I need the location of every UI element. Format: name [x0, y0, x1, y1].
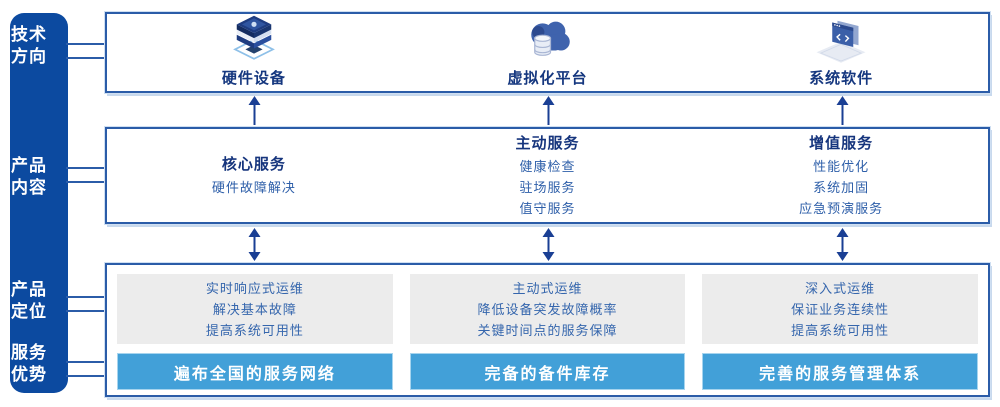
positioning-line: 关键时间点的服务保障: [477, 322, 618, 338]
tech-label-software: 系统软件: [809, 70, 874, 87]
content-item: 驻场服务: [519, 180, 576, 195]
sidebar: [10, 13, 68, 393]
positioning-line: 提高系统可用性: [205, 322, 304, 338]
content-item: 性能优化: [813, 159, 870, 174]
content-cell-value-added-service: 增值服务 性能优化 系统加固 应急预演服务: [694, 129, 988, 222]
sidebar-label-line: 内容: [11, 178, 47, 197]
content-title: 主动服务: [515, 135, 580, 152]
positioning-panel: 深入式运维 保证业务连续性 提高系统可用性: [702, 274, 978, 344]
bottom-cell-proactive: 主动式运维 降低设备突发故障概率 关键时间点的服务保障 完备的备件库存: [409, 274, 686, 390]
advantage-bar: 完备的备件库存: [409, 353, 686, 390]
positioning-line: 主动式运维: [512, 280, 583, 296]
content-item: 值守服务: [519, 201, 576, 216]
sidebar-item-tech-direction: 技术 方向: [0, 24, 58, 68]
positioning-line: 解决基本故障: [212, 301, 297, 317]
sidebar-item-service-advantage: 服务 优势: [0, 342, 58, 386]
connector-line: [66, 310, 107, 312]
sidebar-label-line: 方向: [11, 47, 47, 66]
content-item: 硬件故障解决: [211, 180, 296, 195]
content-item: 系统加固: [813, 180, 870, 195]
sidebar-item-product-content: 产品 内容: [0, 155, 58, 199]
content-item: 应急预演服务: [799, 201, 884, 216]
positioning-line: 实时响应式运维: [205, 280, 304, 296]
tech-cell-virtualization: 虚拟化平台: [401, 14, 695, 95]
product-content-box: 核心服务 硬件故障解决 主动服务 健康检查 驻场服务 值守服务 增值服务 性能优…: [105, 127, 990, 224]
software-window-icon: [813, 14, 869, 64]
connector-line: [66, 361, 107, 363]
connector-line: [66, 167, 107, 169]
up-arrow-icon: [248, 96, 261, 125]
product-position-box: 实时响应式运维 解决基本故障 提高系统可用性 遍布全国的服务网络 主动式运维 降…: [105, 263, 990, 397]
content-title: 核心服务: [221, 156, 286, 173]
tech-direction-box: 硬件设备 虚拟化平台: [105, 12, 990, 93]
positioning-line: 深入式运维: [805, 280, 876, 296]
sidebar-label-line: 定位: [11, 302, 47, 321]
server-stack-icon: [226, 14, 282, 64]
up-arrow-icon: [542, 96, 555, 125]
bottom-cell-indepth: 深入式运维 保证业务连续性 提高系统可用性 完善的服务管理体系: [702, 274, 978, 390]
connector-line: [66, 375, 107, 377]
up-arrow-icon: [836, 96, 849, 125]
advantage-bar: 遍布全国的服务网络: [117, 353, 393, 390]
content-cell-active-service: 主动服务 健康检查 驻场服务 值守服务: [401, 129, 695, 222]
positioning-panel: 实时响应式运维 解决基本故障 提高系统可用性: [117, 274, 393, 344]
double-arrow-icon: [836, 228, 849, 261]
bottom-cell-realtime: 实时响应式运维 解决基本故障 提高系统可用性 遍布全国的服务网络: [117, 274, 393, 390]
tech-cell-hardware: 硬件设备: [107, 14, 401, 95]
connector-line: [66, 43, 107, 45]
positioning-panel: 主动式运维 降低设备突发故障概率 关键时间点的服务保障: [409, 274, 686, 344]
connector-line: [66, 181, 107, 183]
double-arrow-icon: [248, 228, 261, 261]
sidebar-label-line: 服务: [11, 343, 47, 362]
positioning-line: 保证业务连续性: [791, 301, 890, 317]
sidebar-label-line: 技术: [11, 25, 47, 44]
advantage-bar: 完善的服务管理体系: [702, 353, 978, 390]
content-cell-core-service: 核心服务 硬件故障解决: [107, 129, 401, 222]
sidebar-label-line: 产品: [11, 156, 47, 175]
cloud-database-icon: [519, 14, 575, 64]
positioning-line: 降低设备突发故障概率: [477, 301, 618, 317]
tech-label-virtualization: 虚拟化平台: [507, 70, 588, 87]
connector-line: [66, 57, 107, 59]
content-title: 增值服务: [809, 135, 874, 152]
connector-line: [66, 296, 107, 298]
content-item: 健康检查: [519, 159, 576, 174]
positioning-line: 提高系统可用性: [791, 322, 890, 338]
tech-cell-software: 系统软件: [694, 14, 988, 95]
double-arrow-icon: [542, 228, 555, 261]
sidebar-item-product-position: 产品 定位: [0, 279, 58, 323]
tech-label-hardware: 硬件设备: [221, 70, 286, 87]
sidebar-label-line: 优势: [11, 365, 47, 384]
sidebar-label-line: 产品: [11, 280, 47, 299]
